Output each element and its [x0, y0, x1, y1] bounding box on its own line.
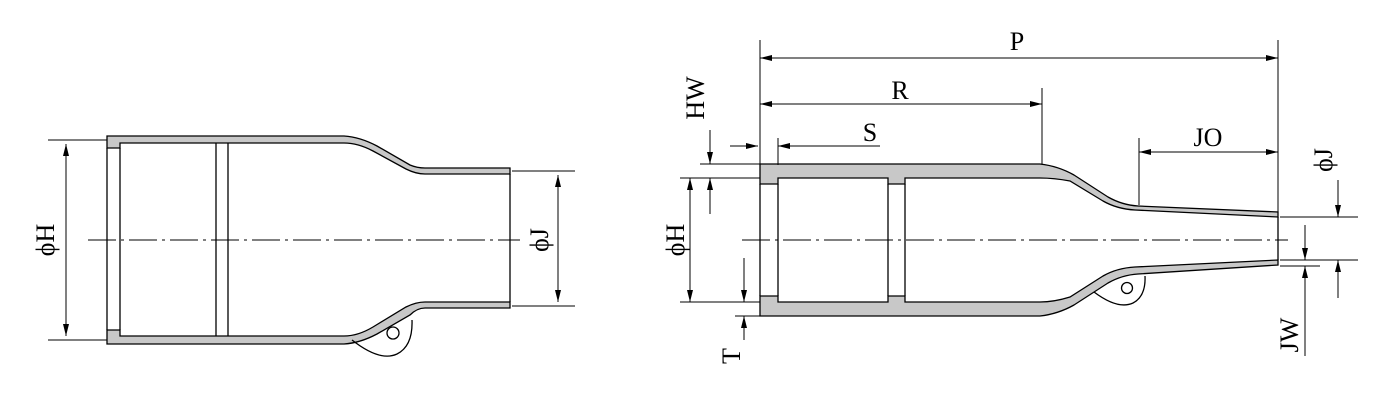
right-lug — [1093, 275, 1146, 306]
right-label-T: T — [717, 348, 746, 364]
right-label-phiJ: ϕJ — [1309, 148, 1338, 172]
right-lug-hole — [1120, 281, 1134, 295]
right-label-JO: JO — [1194, 123, 1223, 152]
left-lug — [351, 319, 413, 357]
left-bottom-wall — [106, 301, 511, 345]
right-top-wall — [759, 163, 1279, 218]
right-label-S: S — [863, 118, 877, 147]
left-label-phiH: ϕH — [31, 224, 60, 257]
right-label-phiH: ϕH — [661, 224, 690, 257]
right-label-JW: JW — [1275, 317, 1304, 352]
right-label-P: P — [1010, 27, 1024, 56]
right-view — [680, 40, 1358, 356]
left-view — [48, 135, 575, 357]
left-top-wall — [106, 135, 511, 175]
left-label-phiJ: ϕJ — [525, 228, 554, 252]
right-bottom-wall — [759, 259, 1279, 317]
right-label-HW: HW — [681, 76, 710, 120]
right-label-R: R — [891, 76, 909, 105]
left-lug-hole — [386, 326, 400, 340]
